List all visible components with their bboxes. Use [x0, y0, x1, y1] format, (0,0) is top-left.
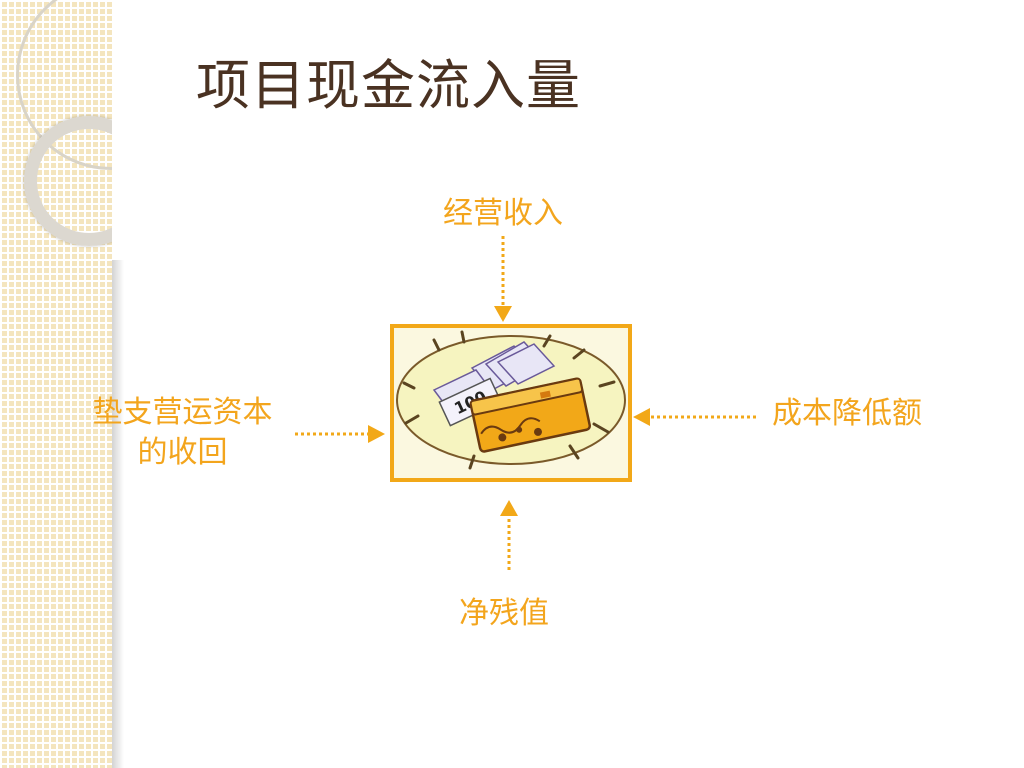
label-cost-reduction: 成本降低额 [772, 396, 922, 431]
center-money-illustration: 100 [390, 324, 632, 482]
arrowhead-top-icon [494, 306, 512, 322]
label-working-capital-line2: 的收回 [137, 435, 228, 470]
arrowhead-right-icon [633, 408, 650, 426]
label-working-capital-line1: 垫支营运资本 [92, 395, 273, 430]
wallet-money-icon: 100 [396, 330, 626, 470]
label-operating-revenue: 经营收入 [443, 196, 563, 231]
label-net-salvage-value: 净残值 [459, 596, 549, 631]
arrowhead-bottom-icon [500, 500, 518, 516]
arrowhead-left-icon [368, 425, 385, 443]
ring-mask [112, 0, 222, 260]
slide-title: 项目现金流入量 [196, 54, 581, 117]
label-working-capital-recovery: 垫支营运资本 的收回 [80, 393, 285, 473]
